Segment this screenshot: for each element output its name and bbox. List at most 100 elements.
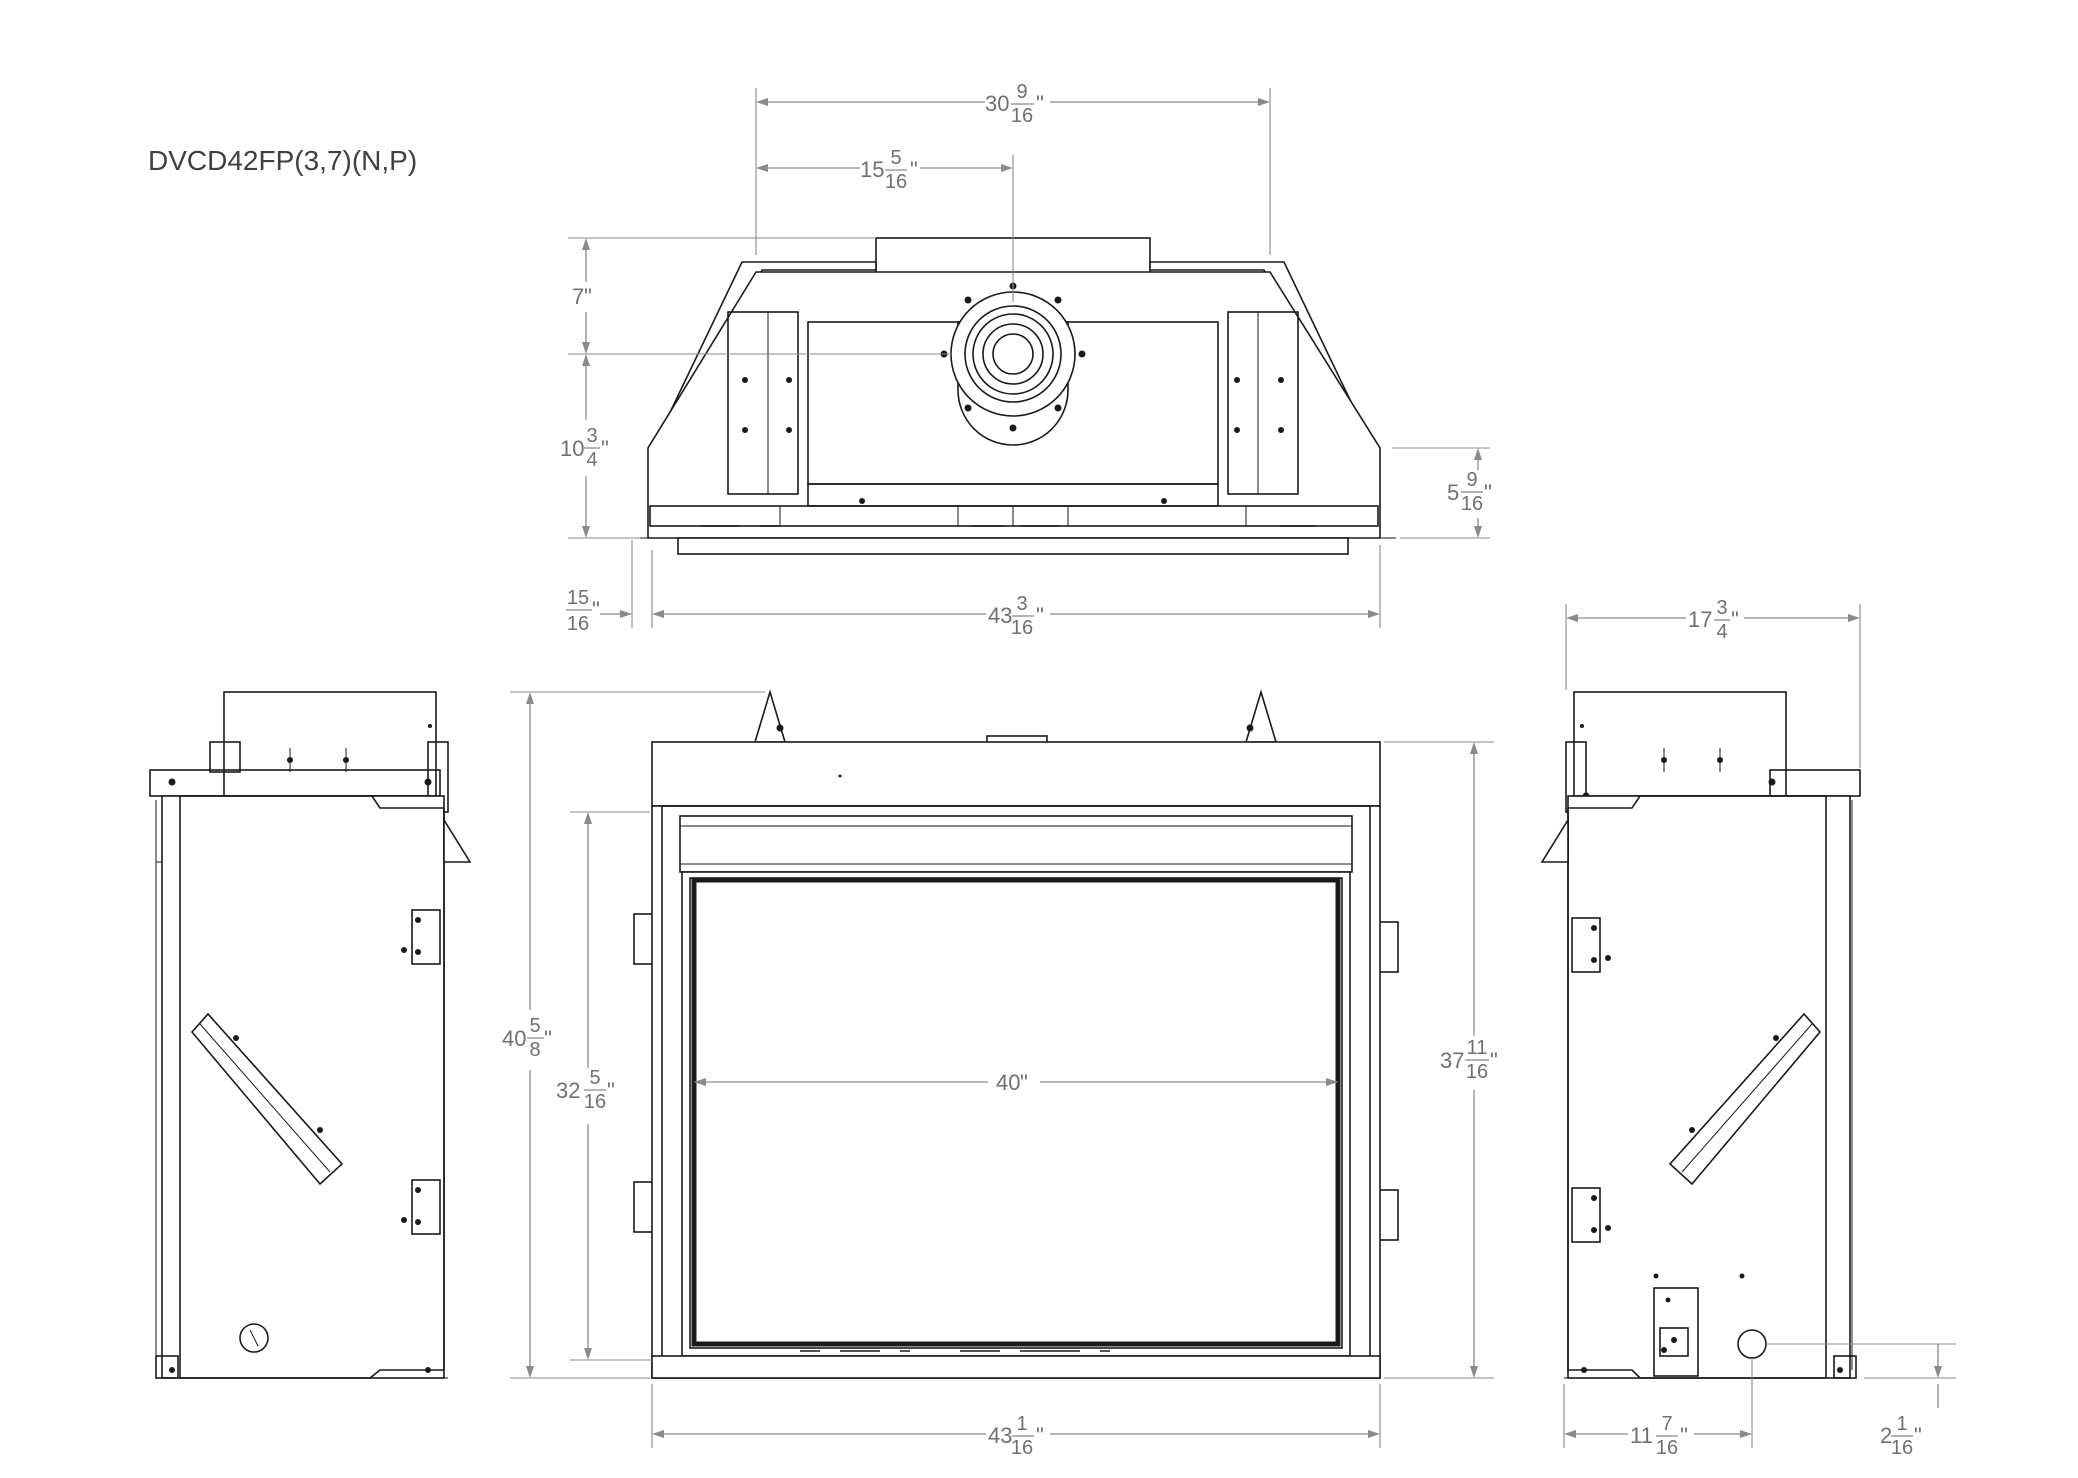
right-side-top-box — [1573, 691, 1787, 797]
right-side-nub — [1540, 817, 1569, 863]
svg-text:32: 32 — [556, 1078, 580, 1103]
dim-front-opening-width: 40 " — [996, 1070, 1028, 1095]
svg-text:": " — [1036, 91, 1044, 116]
top-view-dimensions: 30 9 16 " 15 5 16 " 7 " — [560, 81, 1492, 639]
front-view-right-tab-lower — [1377, 1189, 1399, 1241]
svg-text:4: 4 — [1716, 621, 1727, 643]
dim-top-center: 15 5 16 " — [860, 147, 918, 193]
svg-text:5: 5 — [1447, 480, 1459, 505]
svg-text:15: 15 — [567, 587, 589, 609]
dim-top-right-depth: 5 9 16 " — [1447, 469, 1492, 515]
svg-text:": " — [592, 597, 600, 622]
top-view-right-bracket — [1227, 311, 1299, 495]
front-view-header — [651, 741, 1381, 807]
svg-text:11: 11 — [1630, 1423, 1653, 1448]
left-side-top-box — [223, 691, 437, 797]
dim-top-overall-width: 30 9 16 " — [985, 81, 1044, 127]
top-view-flue-inner — [982, 323, 1044, 385]
top-view-flue-outer — [964, 305, 1062, 403]
front-view — [633, 689, 1399, 1379]
left-side-view — [149, 691, 472, 1379]
svg-text:16: 16 — [1461, 493, 1483, 515]
svg-text:11: 11 — [1467, 1037, 1488, 1059]
front-view-left-tab-lower — [633, 1181, 655, 1233]
svg-text:16: 16 — [1011, 105, 1033, 127]
front-view-left-standoff — [753, 689, 787, 743]
svg-text:16: 16 — [1466, 1061, 1488, 1083]
dim-front-total-height: 40 5 8 " — [502, 1015, 552, 1061]
svg-text:30: 30 — [985, 91, 1009, 116]
svg-text:16: 16 — [1011, 617, 1033, 639]
svg-text:5: 5 — [890, 147, 901, 169]
model-label: DVCD42FP(3,7)(N,P) — [148, 145, 417, 176]
svg-text:17: 17 — [1688, 607, 1712, 632]
svg-text:": " — [1036, 603, 1044, 628]
front-view-louver — [679, 815, 1353, 873]
dim-top-base-width: 43 3 16 " — [988, 593, 1044, 639]
svg-text:": " — [910, 157, 918, 182]
left-side-angle-brace — [190, 1012, 344, 1186]
svg-text:2: 2 — [1880, 1423, 1892, 1448]
svg-text:": " — [607, 1078, 615, 1103]
svg-text:3: 3 — [586, 425, 597, 447]
right-side-view — [1540, 691, 1861, 1379]
svg-text:7: 7 — [1661, 1413, 1672, 1435]
svg-text:": " — [1020, 1070, 1028, 1095]
dim-top-depth-lower: 10 3 4 " — [560, 425, 609, 471]
svg-text:3: 3 — [1716, 597, 1727, 619]
svg-text:15: 15 — [860, 157, 884, 182]
svg-text:16: 16 — [1891, 1437, 1913, 1459]
svg-text:43: 43 — [988, 603, 1012, 628]
front-view-right-standoff — [1244, 689, 1278, 743]
svg-text:3: 3 — [1016, 593, 1027, 615]
svg-text:1: 1 — [1016, 1413, 1027, 1435]
svg-text:16: 16 — [885, 171, 907, 193]
svg-text:": " — [1914, 1423, 1922, 1448]
dim-side-gas-height: 2 1 16 " — [1880, 1413, 1922, 1459]
svg-text:16: 16 — [584, 1091, 606, 1113]
svg-text:10: 10 — [560, 436, 584, 461]
svg-text:37: 37 — [1440, 1048, 1464, 1073]
left-side-body — [161, 795, 445, 1379]
svg-text:9: 9 — [1466, 469, 1477, 491]
svg-text:40: 40 — [502, 1026, 526, 1051]
right-side-body — [1567, 795, 1851, 1379]
dim-front-frame-height: 37 11 16 " — [1440, 1037, 1498, 1083]
right-side-angle-brace — [1668, 1012, 1822, 1186]
svg-text:16: 16 — [1656, 1437, 1678, 1459]
front-view-dimensions: 40 5 8 " 32 5 16 " 40 " — [502, 691, 1498, 1459]
svg-text:5: 5 — [529, 1015, 540, 1037]
right-side-dimensions: 17 3 4 " 11 7 16 " 2 1 16 " — [1563, 597, 1956, 1459]
svg-text:1: 1 — [1896, 1413, 1907, 1435]
top-view-flue-core — [992, 333, 1034, 375]
svg-text:8: 8 — [529, 1039, 540, 1061]
svg-text:4: 4 — [586, 449, 597, 471]
svg-text:43: 43 — [988, 1423, 1012, 1448]
top-view-bottom-plate — [677, 537, 1349, 555]
svg-text:5: 5 — [589, 1067, 600, 1089]
front-view-right-tab-upper — [1377, 921, 1399, 973]
dim-front-opening-height: 32 5 16 " — [556, 1067, 615, 1113]
dim-side-gas-offset: 11 7 16 " — [1630, 1413, 1688, 1459]
svg-text:": " — [1490, 1048, 1498, 1073]
top-view-front-rail — [649, 505, 1379, 527]
svg-text:": " — [1484, 480, 1492, 505]
svg-text:9: 9 — [1016, 81, 1027, 103]
top-view-flue-flange — [950, 291, 1076, 417]
top-view-left-bracket — [727, 311, 799, 495]
dim-top-left-offset: 15 16 " — [566, 587, 600, 635]
right-side-valve-box — [1653, 1287, 1699, 1377]
front-view-left-tab-upper — [633, 913, 655, 965]
svg-text:16: 16 — [567, 613, 589, 635]
right-side-gas-hole — [1737, 1329, 1767, 1359]
front-view-glass — [691, 877, 1341, 1347]
top-view-flue-mid — [972, 313, 1054, 395]
dim-side-depth: 17 3 4 " — [1688, 597, 1739, 643]
svg-text:": " — [1680, 1423, 1688, 1448]
left-side-nub — [443, 817, 472, 863]
dim-front-bottom-width: 43 1 16 " — [988, 1413, 1044, 1459]
svg-text:40: 40 — [996, 1070, 1020, 1095]
svg-text:": " — [1731, 607, 1739, 632]
svg-text:16: 16 — [1011, 1437, 1033, 1459]
